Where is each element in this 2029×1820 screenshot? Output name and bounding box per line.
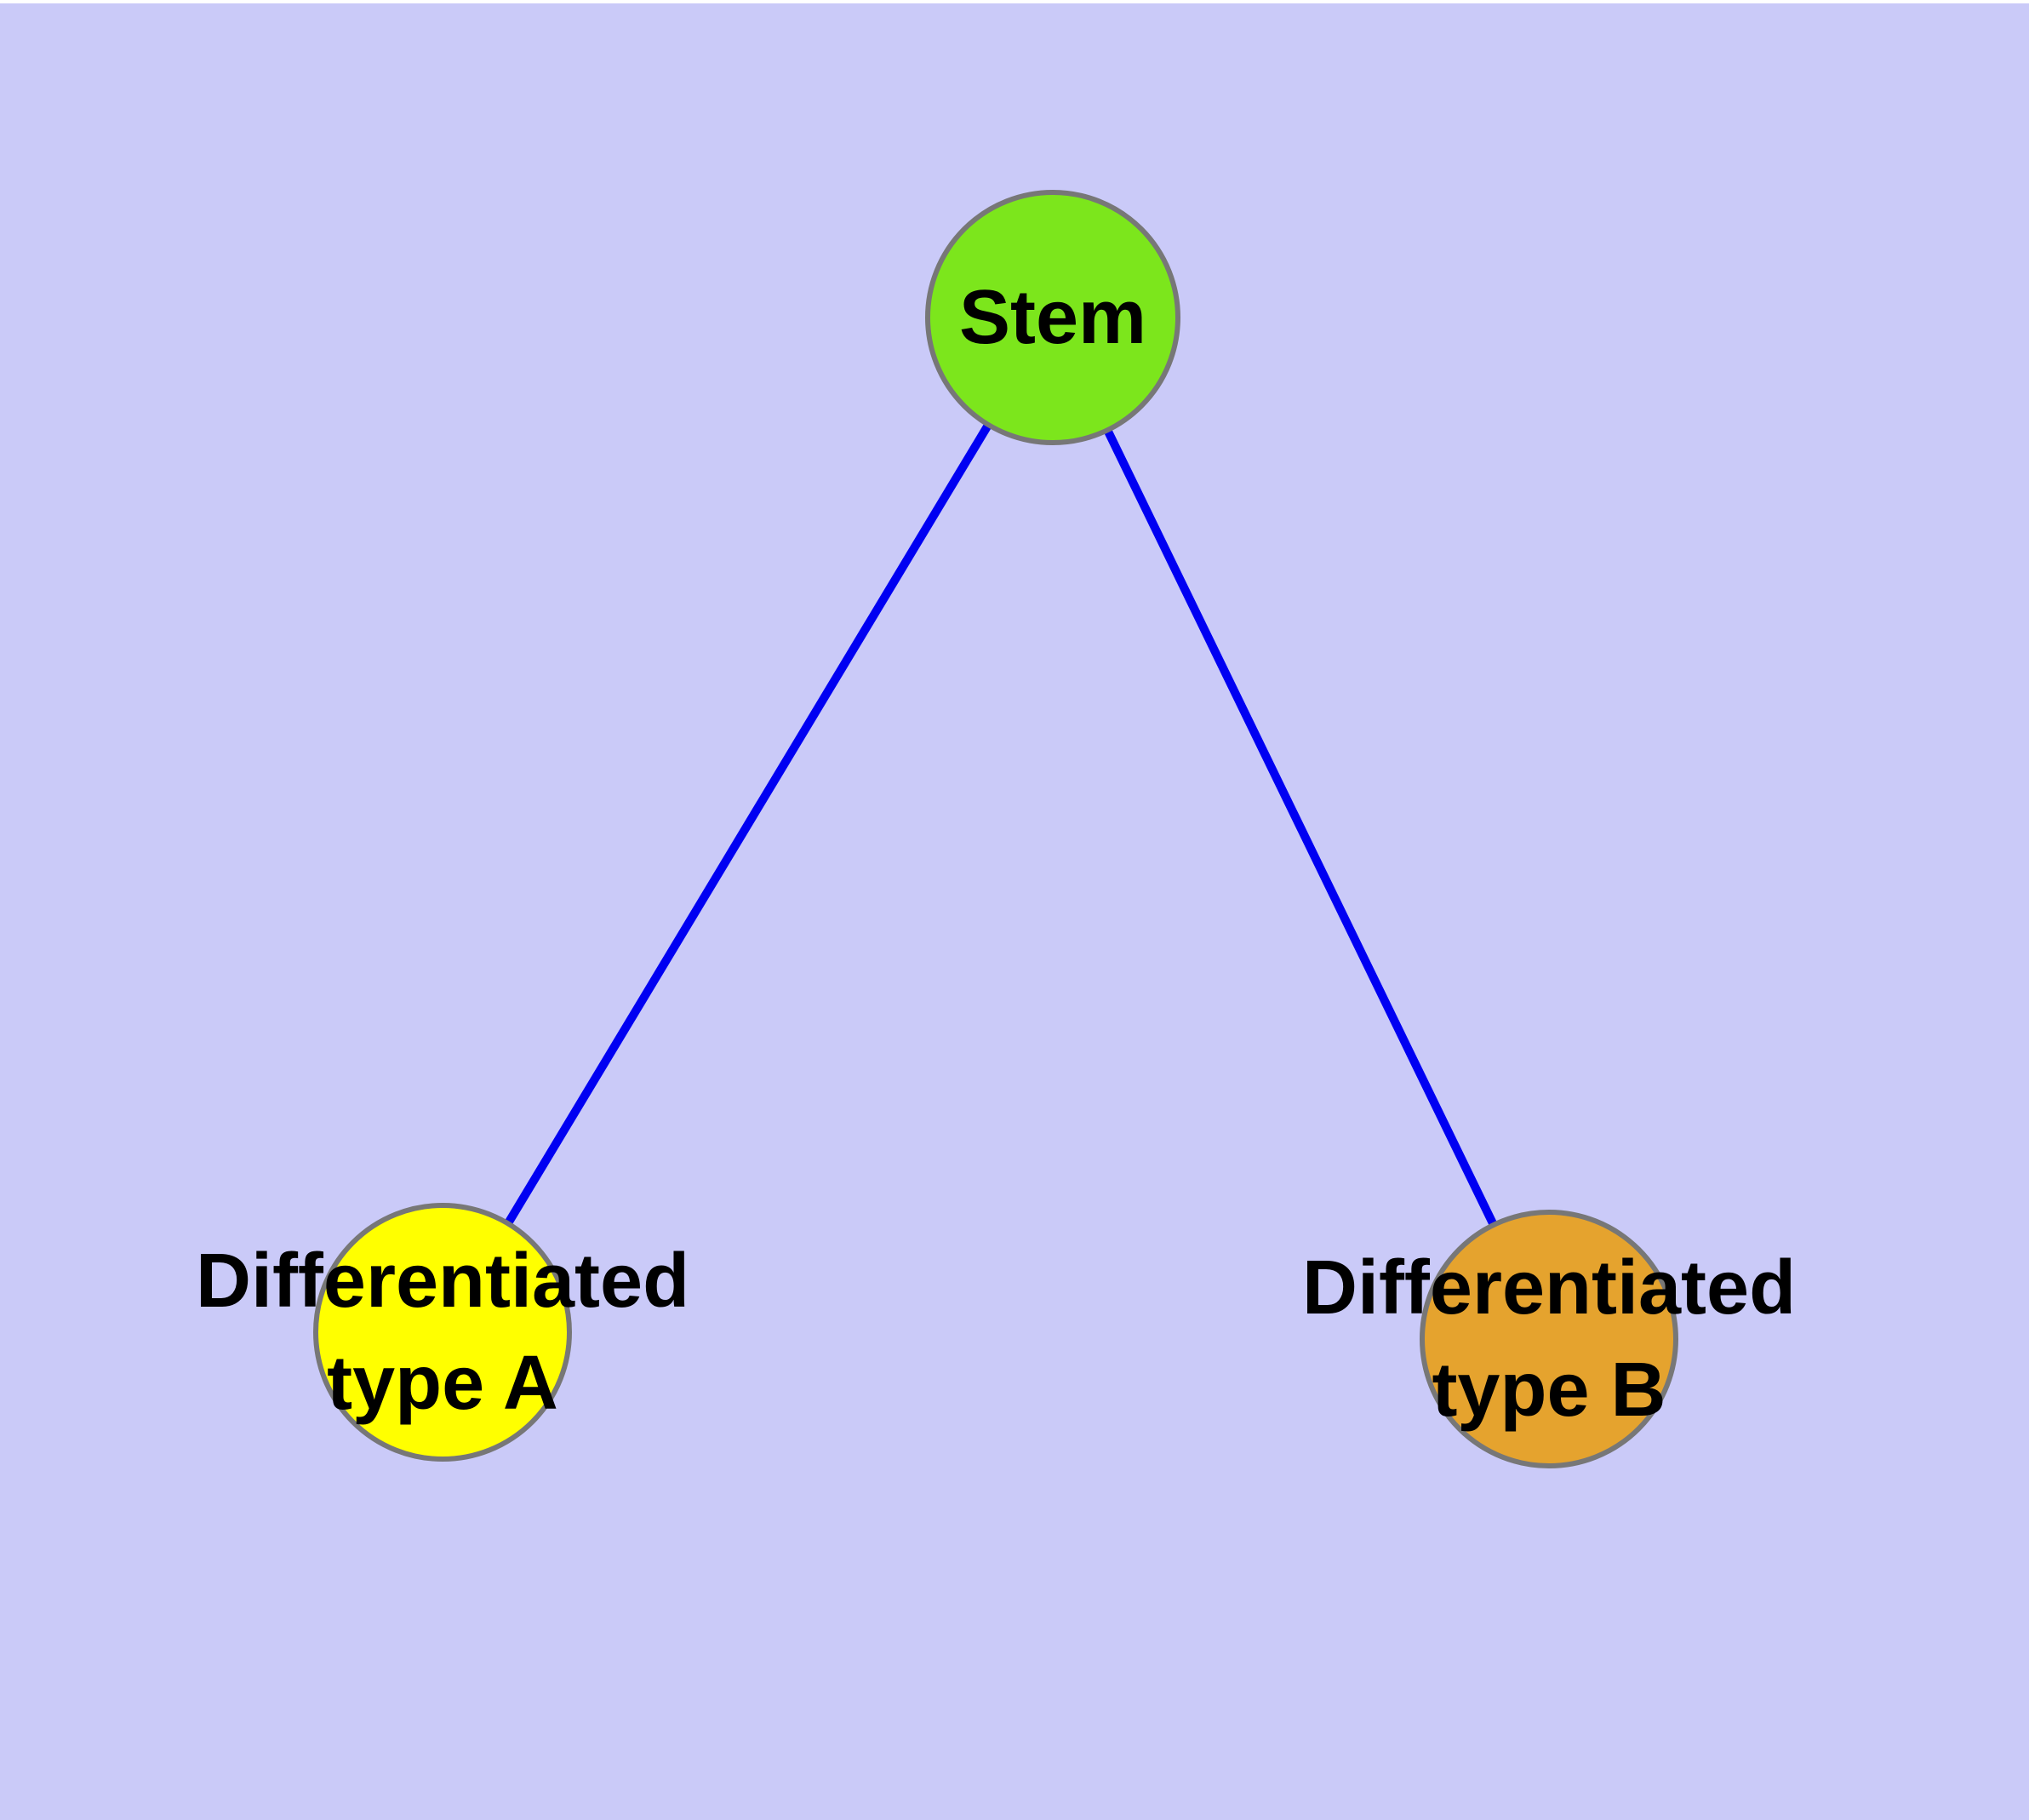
node-stem bbox=[925, 190, 1180, 445]
node-differentiated-type-b bbox=[1420, 1210, 1678, 1468]
node-differentiated-type-a bbox=[313, 1203, 572, 1462]
top-white-strip bbox=[0, 0, 2029, 3]
